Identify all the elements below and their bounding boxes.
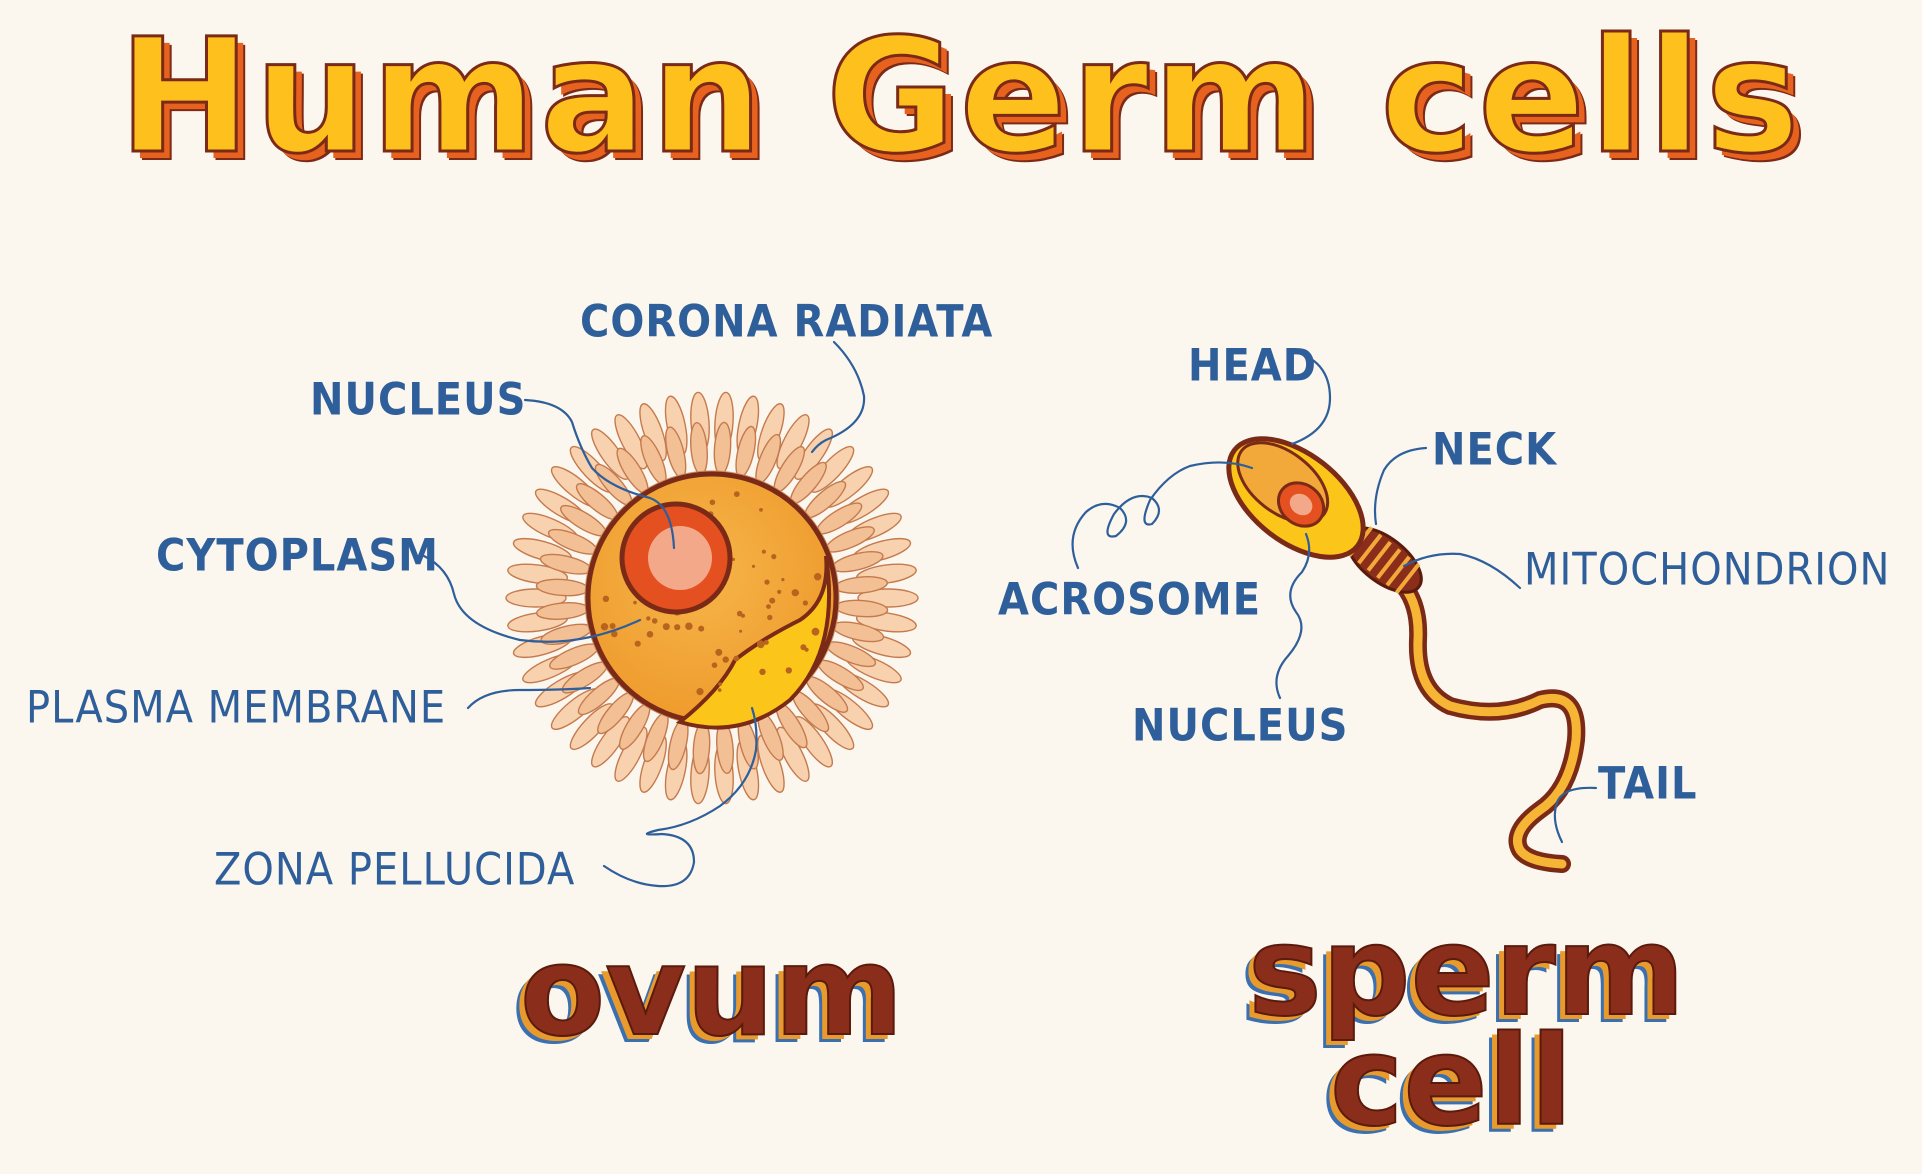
cytoplasm-granule [771, 554, 777, 560]
leader-corona-radiata [810, 340, 866, 454]
cytoplasm-granule [711, 662, 718, 668]
corona-cell [591, 716, 630, 768]
leader-head [1290, 354, 1332, 446]
label-head: HEAD [1188, 340, 1317, 392]
cytoplasm-granule [715, 648, 723, 656]
sperm-tail-fill [1393, 575, 1581, 869]
leader-plasma-membrane [466, 686, 592, 710]
label-neck: NECK [1432, 424, 1558, 476]
corona-cell [776, 414, 810, 470]
leader-neck [1373, 446, 1428, 526]
cytoplasm-granule [633, 600, 637, 605]
label-plasma-membrane: PLASMA MEMBRANE [26, 682, 447, 734]
cytoplasm-granule [759, 508, 763, 512]
cytoplasm-granule [609, 623, 616, 629]
cytoplasm-granule [698, 625, 705, 632]
leader-tail [1553, 786, 1598, 844]
leader-ovum-nucleus [523, 398, 676, 550]
cytoplasm-granule [777, 589, 782, 595]
cytoplasm-granule [781, 578, 785, 582]
label-mitochondrion: MITOCHONDRION [1524, 544, 1891, 596]
cytoplasm-granule [662, 623, 670, 631]
cytoplasm-granule [722, 656, 729, 663]
leader-cytoplasm [422, 554, 642, 643]
cytoplasm-granule [741, 613, 745, 618]
cytoplasm-granule [731, 557, 736, 562]
corona-cell [614, 414, 648, 470]
mitochondrion-band [1394, 563, 1421, 594]
ovum-plasma-membrane [675, 555, 832, 730]
cytoplasm-granule [756, 640, 765, 649]
ovum-nucleolus [648, 526, 712, 590]
leader-mitochondrion [1402, 552, 1522, 590]
label-corona-radiata: CORONA RADIATA [580, 296, 994, 348]
label-cytoplasm: CYTOPLASM [156, 530, 439, 582]
label-acrosome: ACROSOME [998, 574, 1262, 626]
leader-sperm-nucleus [1275, 532, 1311, 700]
label-ovum-nucleus: NUCLEUS [310, 374, 527, 426]
mitochondrion-band [1376, 548, 1402, 580]
cytoplasm-granule [733, 655, 740, 662]
cytoplasm-granule [751, 564, 756, 568]
corona-cell [735, 425, 757, 478]
mitochondrion-band [1366, 540, 1392, 572]
sperm-tail [1389, 571, 1586, 873]
cytoplasm-granule [696, 688, 704, 696]
caption-ovum: ovum [519, 920, 905, 1064]
cytoplasm-granule [802, 600, 809, 606]
cytoplasm-granule [763, 639, 769, 645]
cytoplasm-granule [685, 622, 693, 630]
cytoplasm-granule [674, 624, 681, 631]
cytoplasm-granule [759, 668, 766, 675]
cytoplasm-granule [739, 629, 743, 633]
cytoplasm-granule [646, 631, 654, 638]
cytoplasm-granule [733, 491, 740, 497]
cytoplasm-granule [651, 618, 658, 624]
cytoplasm-granule [764, 579, 770, 585]
cytoplasm-granule [646, 616, 651, 621]
page-title: Human Germ cells [117, 5, 1804, 189]
label-sperm-nucleus: NUCLEUS [1132, 700, 1349, 752]
mitochondrion-band [1385, 555, 1411, 587]
corona-cell [776, 726, 810, 782]
caption-sperm: sperm [1247, 900, 1686, 1044]
ovum-corona-radiata [505, 391, 919, 805]
cytoplasm-granule [717, 688, 722, 692]
leader-acrosome [1071, 461, 1254, 570]
label-tail: TAIL [1598, 758, 1698, 810]
leader-zona-pellucida [602, 706, 758, 888]
cytoplasm-granule [736, 610, 743, 617]
cytoplasm-granule [600, 623, 609, 631]
cytoplasm-granule [761, 549, 767, 554]
caption-cell: cell [1329, 1010, 1574, 1154]
cytoplasm-granule [602, 595, 610, 602]
cytoplasm-granule [795, 591, 800, 595]
sperm-head [1226, 436, 1366, 560]
cytoplasm-granule [811, 627, 820, 636]
cytoplasm-granule [769, 597, 776, 604]
cytoplasm-granule [766, 604, 771, 609]
cytoplasm-granule [634, 640, 641, 647]
cytoplasm-granule [611, 630, 618, 638]
mitochondrion-band [1357, 533, 1383, 565]
cytoplasm-granule [785, 667, 792, 674]
label-zona-pellucida: ZONA PELLUCIDA [214, 844, 576, 896]
cytoplasm-granule [804, 647, 809, 652]
cytoplasm-granule [709, 499, 716, 506]
cytoplasm-granule [814, 573, 822, 581]
cytoplasm-granule [718, 682, 722, 686]
corona-cell [614, 726, 648, 782]
cytoplasm-granule [767, 614, 773, 621]
